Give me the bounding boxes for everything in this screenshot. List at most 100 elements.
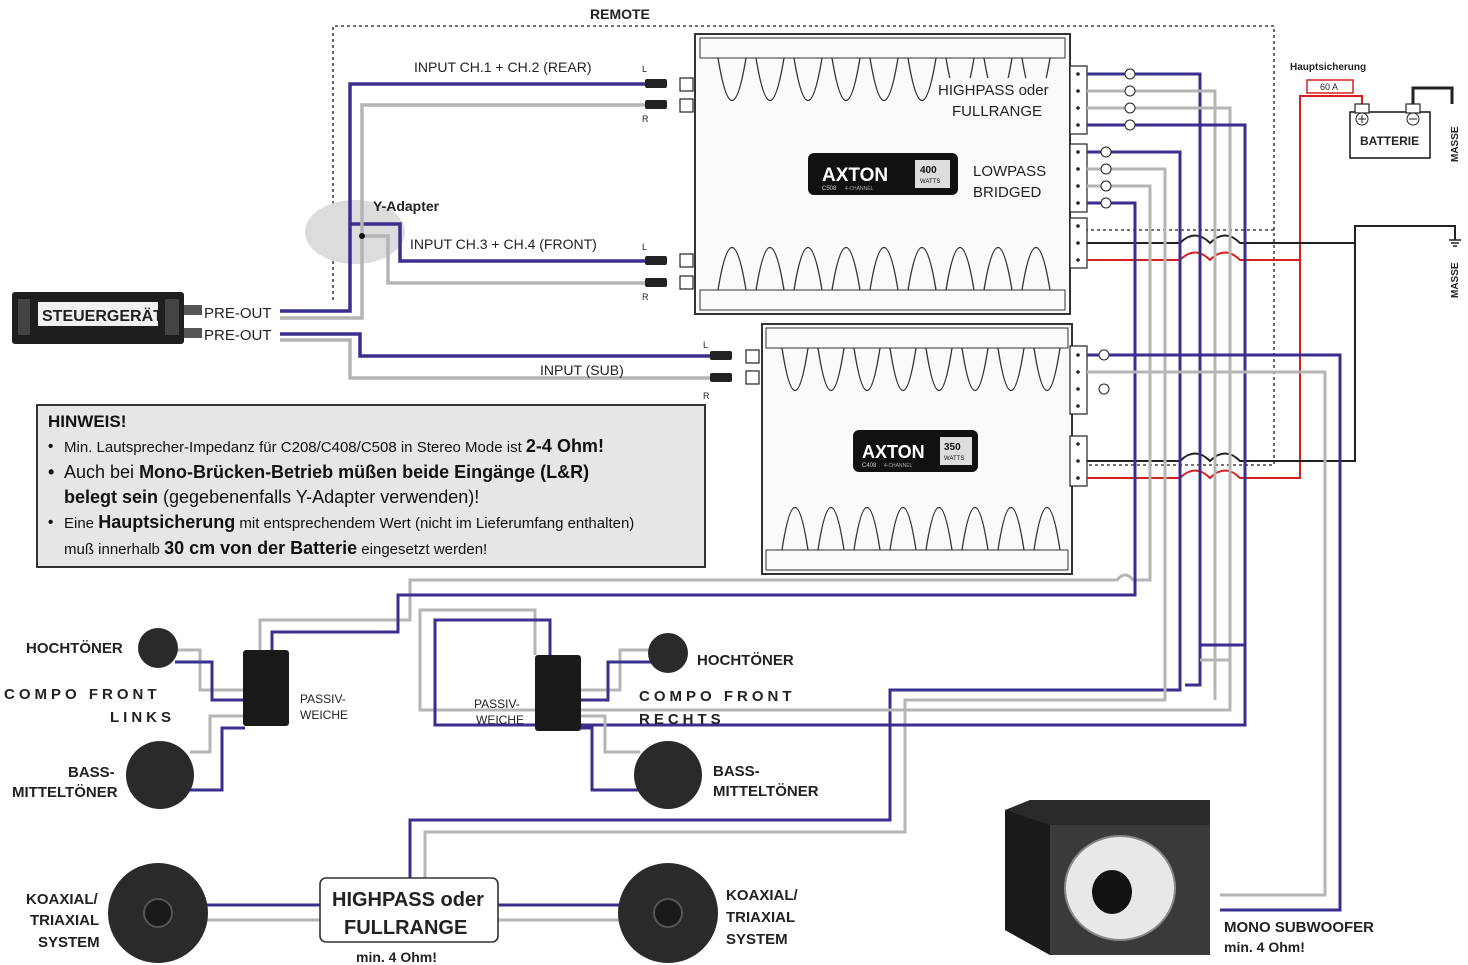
crossover-left-label-1: PASSIV-	[300, 692, 346, 706]
crossover-right-wiring	[580, 648, 655, 792]
crossover-right-label-1: PASSIV-	[474, 697, 520, 711]
rear-filter-box	[319, 877, 499, 943]
y-adapter-highlight	[305, 200, 405, 264]
crossover-right-label-2: WEICHE	[476, 713, 524, 727]
coax-right-label-2: TRIAXIAL	[726, 909, 795, 926]
heatsink-fin	[831, 246, 861, 291]
input-rear-label: INPUT CH.1 + CH.2 (REAR)	[414, 59, 592, 75]
signal-cables	[280, 82, 720, 358]
amp1-sub: 4-CHANNEL	[845, 186, 874, 192]
rear-min-ohm: min. 4 Ohm!	[356, 949, 437, 965]
battery[interactable]	[1349, 103, 1431, 159]
note-item-impedance: Min. Lautsprecher-Impedanz für C208/C408…	[48, 434, 694, 460]
masse-label-2: MASSE	[1450, 262, 1461, 298]
rear-filter-label-1: HIGHPASS oder	[332, 889, 484, 911]
crossover-left-label-2: WEICHE	[300, 708, 348, 722]
highpass-label-2: FULLRANGE	[952, 103, 1042, 120]
amp1-power-unit: WATTS	[920, 179, 940, 185]
amplifier-c408[interactable]	[761, 323, 1073, 575]
chassis-ground-icon	[1449, 239, 1461, 247]
power-wiring	[1087, 86, 1456, 480]
amp2-brand: AXTON	[862, 442, 925, 462]
note-text: Auch bei	[64, 462, 140, 482]
fuse-value: 60 A	[1320, 82, 1338, 92]
channel-r-label: R	[703, 391, 710, 401]
crossover-right[interactable]	[535, 655, 581, 731]
heatsink-fin	[869, 57, 899, 102]
midbass-left-label-2: MITTELTÖNER	[12, 784, 118, 801]
compo-right-label-2: RECHTS	[639, 711, 725, 728]
heatsink-fin	[817, 347, 845, 392]
main-fuse	[1306, 79, 1354, 94]
midbass-right-label-2: MITTELTÖNER	[713, 783, 819, 800]
coax-right-label-1: KOAXIAL/	[726, 887, 799, 904]
amp1-brand: AXTON	[822, 165, 888, 186]
heatsink-fin	[1021, 246, 1051, 291]
masse-label-1: MASSE	[1450, 126, 1461, 162]
heatsink-fin	[983, 246, 1013, 291]
remote-line	[332, 25, 1275, 466]
lowpass-label-2: BRIDGED	[973, 184, 1042, 201]
speaker-terminals	[1069, 65, 1088, 415]
tweeter-left-label: HOCHTÖNER	[26, 640, 123, 657]
channel-r-label: R	[642, 114, 649, 124]
tweeter-right-icon[interactable]	[648, 633, 688, 673]
note-title: HINWEIS!	[48, 412, 127, 431]
rca-plugs	[645, 79, 732, 382]
amp1-model: C508	[822, 186, 837, 192]
heatsink-fin	[853, 347, 881, 392]
heatsink-fin	[853, 506, 881, 551]
note-text-bold: 30 cm von der Batterie	[164, 538, 358, 558]
heatsink-fin	[717, 57, 747, 102]
midbass-left-icon[interactable]	[126, 741, 194, 809]
crossover-left[interactable]	[243, 650, 289, 726]
midbass-right-label-1: BASS-	[713, 763, 760, 780]
heatsink-fin	[925, 347, 953, 392]
coax-left-speaker[interactable]	[108, 863, 208, 963]
tweeter-right-label: HOCHTÖNER	[697, 652, 794, 669]
channel-l-label: L	[642, 242, 647, 252]
input-front-label: INPUT CH.3 + CH.4 (FRONT)	[410, 236, 597, 252]
amp2-power: 350	[944, 442, 961, 453]
heatsink-fin	[997, 347, 1025, 392]
heatsink-fin	[817, 506, 845, 551]
channel-r-label: R	[642, 292, 649, 302]
hinweis-note: HINWEIS! Min. Lautsprecher-Impedanz für …	[36, 404, 706, 568]
heatsink-fin	[889, 347, 917, 392]
highpass-label-1: HIGHPASS oder	[938, 82, 1049, 99]
pre-out-2-label: PRE-OUT	[204, 327, 272, 344]
heatsink-fin	[793, 57, 823, 102]
heatsink-fin	[793, 246, 823, 291]
remote-label: REMOTE	[590, 6, 650, 22]
subwoofer-label: MONO SUBWOOFER	[1224, 919, 1374, 936]
heatsink-fin	[907, 57, 937, 102]
fuse-label: Hauptsicherung	[1290, 62, 1366, 73]
note-text-bold: Hauptsicherung	[98, 512, 236, 532]
subwoofer-box[interactable]	[1005, 800, 1210, 955]
midbass-right-icon[interactable]	[634, 741, 702, 809]
speaker-output-cables	[258, 72, 1342, 912]
amp1-power: 400	[920, 165, 937, 176]
heatsink-fin	[781, 506, 809, 551]
coax-right-label-3: SYSTEM	[726, 931, 788, 948]
compo-left-label-2: LINKS	[110, 709, 175, 726]
channel-l-label: L	[642, 64, 647, 74]
signal-return-cables	[280, 103, 720, 380]
note-text: eingesetzt werden!	[357, 541, 488, 558]
y-adapter-joint	[359, 233, 365, 239]
tweeter-left-icon[interactable]	[138, 628, 178, 668]
rear-filter-label-2: FULLRANGE	[344, 917, 467, 939]
pre-out-1-label: PRE-OUT	[204, 305, 272, 322]
compo-left-label-1: COMPO FRONT	[4, 686, 161, 703]
crossover-left-wiring	[175, 648, 245, 792]
coax-right-speaker[interactable]	[618, 863, 718, 963]
note-text: Eine	[64, 515, 99, 532]
coax-left-label-2: TRIAXIAL	[30, 912, 99, 929]
note-text-bold: Mono-Brücken-Betrieb müßen beide Eingäng…	[139, 462, 590, 482]
coax-left-label-3: SYSTEM	[38, 934, 100, 951]
head-unit[interactable]	[12, 292, 202, 344]
note-text: Min. Lautsprecher-Impedanz für C208/C408…	[64, 439, 526, 456]
heatsink-fin	[961, 506, 989, 551]
coax-left-label-1: KOAXIAL/	[26, 891, 99, 908]
heatsink-fin	[961, 347, 989, 392]
